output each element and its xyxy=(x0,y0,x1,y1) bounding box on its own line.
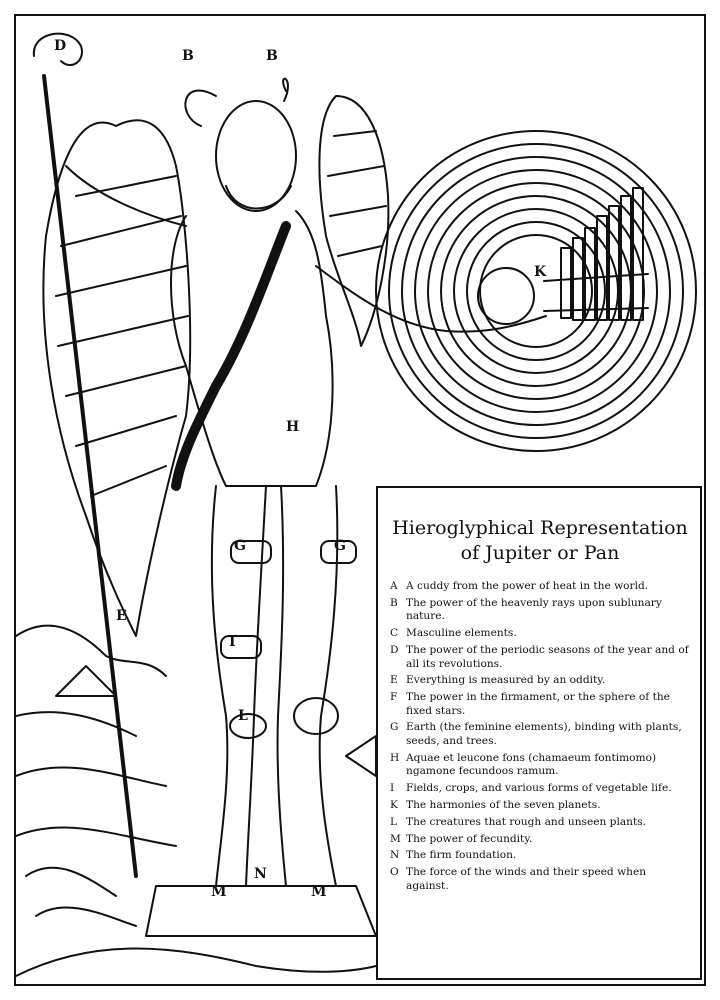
legend-key: E xyxy=(390,674,398,687)
legend-text: Everything is measured by an oddity. xyxy=(406,674,606,687)
legend-box: Hieroglyphical Representation of Jupiter… xyxy=(376,486,702,980)
plate-label-h: H xyxy=(286,419,300,435)
plate-label-m-right: M xyxy=(311,884,327,900)
legend-title-line-2: of Jupiter or Pan xyxy=(460,542,620,564)
legend-text: Masculine elements. xyxy=(406,627,517,640)
legend-entry: I Fields, crops, and various forms of veg… xyxy=(390,782,690,796)
legend-key: M xyxy=(390,832,401,845)
legend-entry: K The harmonies of the seven planets. xyxy=(390,799,690,813)
pan-pipes xyxy=(543,187,649,321)
legend-entry: M The power of fecundity. xyxy=(390,833,690,847)
legend-key: O xyxy=(390,866,399,879)
legend-text: The power of fecundity. xyxy=(406,832,533,845)
legend-text: Fields, crops, and various forms of vege… xyxy=(406,782,672,795)
legend-key: H xyxy=(390,751,400,764)
legend-entry: F The power in the firmament, or the sphe… xyxy=(390,691,690,718)
legend-key: D xyxy=(390,643,399,656)
legend-text: The power in the firmament, or the spher… xyxy=(406,691,670,717)
legend-text: Aquae et leucone fons (chamaeum fontimom… xyxy=(406,751,657,778)
legend-key: A xyxy=(390,580,398,592)
legend-entry: N The firm foundation. xyxy=(390,849,690,863)
plate-label-d: D xyxy=(54,38,67,54)
legend-title: Hieroglyphical Representation of Jupiter… xyxy=(390,516,690,566)
jupiter-pan-engraving xyxy=(16,32,697,977)
legend-key: C xyxy=(390,627,399,640)
plate-label-m-left: M xyxy=(211,884,227,900)
legend-text: The firm foundation. xyxy=(406,849,517,862)
celestial-spheres xyxy=(375,130,697,452)
plate-label-k: K xyxy=(534,264,547,280)
plate-label-g-left: G xyxy=(234,538,247,554)
legend-entry: D The power of the periodic seasons of th… xyxy=(390,644,690,671)
plate-label-l: L xyxy=(238,708,249,724)
legend-entry: G Earth (the feminine elements), binding … xyxy=(390,721,690,748)
legend-key: L xyxy=(390,815,398,828)
plate-label-i: I xyxy=(229,634,237,650)
legend-key: N xyxy=(390,849,400,862)
legend-text: The power of the heavenly rays upon subl… xyxy=(406,596,662,623)
legend-entry: E Everything is measured by an oddity. xyxy=(390,674,690,688)
legend-entry: H Aquae et leucone fons (chamaeum fontimo… xyxy=(390,752,690,779)
legend-entry: L The creatures that rough and unseen pla… xyxy=(390,816,690,830)
legend-text: A cuddy from the power of heat in the wo… xyxy=(406,580,649,592)
legend-key: I xyxy=(390,782,395,795)
legend-text: The force of the winds and their speed w… xyxy=(406,866,647,892)
legend-key: G xyxy=(390,721,399,734)
legend-key: F xyxy=(390,691,398,704)
legend-key: K xyxy=(390,799,398,811)
plate-label-n: N xyxy=(254,866,268,882)
plate-label-b-right: B xyxy=(266,48,279,64)
legend-entry: C Masculine elements. xyxy=(390,627,690,641)
legend-text: Earth (the feminine elements), binding w… xyxy=(406,721,682,748)
plate-label-b-left: B xyxy=(182,48,195,64)
legend-entries: A A cuddy from the power of heat in the w… xyxy=(390,580,690,893)
legend-text: The power of the periodic seasons of the… xyxy=(406,643,689,670)
plate-label-g-right: G xyxy=(334,538,347,554)
legend-entry: B The power of the heavenly rays upon sub… xyxy=(390,597,690,624)
legend-entry: O The force of the winds and their speed … xyxy=(390,866,690,893)
plate-label-e: E xyxy=(116,608,128,624)
legend-key: B xyxy=(390,596,398,609)
legend-text: The harmonies of the seven planets. xyxy=(406,799,601,811)
legend-title-line-1: Hieroglyphical Representation xyxy=(392,517,688,539)
legend-text: The creatures that rough and unseen plan… xyxy=(406,815,647,828)
legend-entry: A A cuddy from the power of heat in the w… xyxy=(390,580,690,594)
